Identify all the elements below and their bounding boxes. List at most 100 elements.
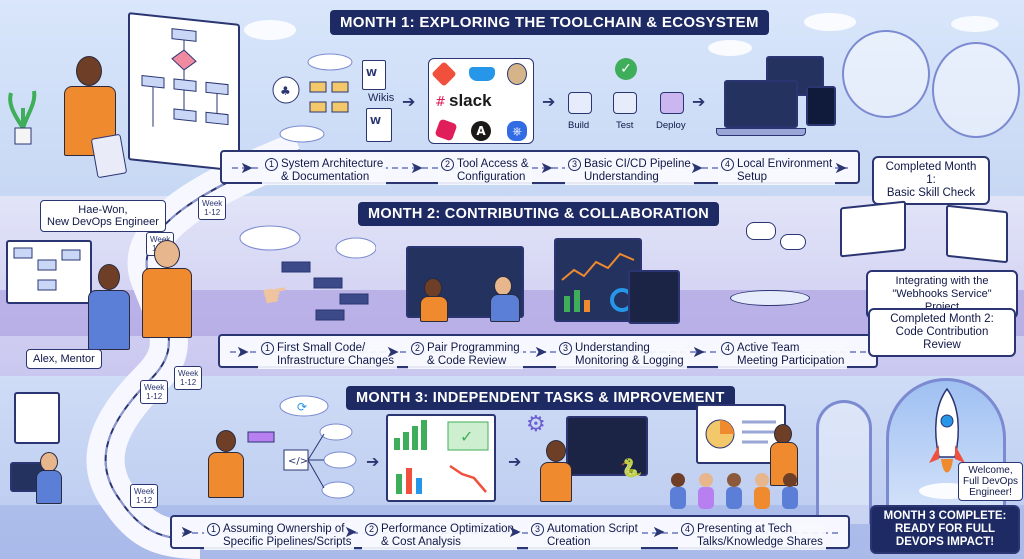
welcome-line: Full DevOps (963, 476, 1019, 487)
alex-head (154, 240, 180, 268)
test-icon (613, 92, 637, 114)
laptop-screen-icon (724, 80, 798, 128)
arrow-icon: ➤ (180, 522, 194, 541)
step-number: 2 (441, 158, 454, 171)
completion-detail: Basic Skill Check (886, 187, 976, 199)
deploy-label: Deploy (656, 120, 686, 131)
step-text: Assuming Ownership of (223, 523, 345, 535)
week-sign-range: 1-12 (204, 208, 221, 217)
hae-won-body (88, 290, 130, 350)
presenter-head (774, 424, 792, 444)
document-icon: W (366, 108, 392, 142)
arrow-icon: ➤ (652, 522, 666, 541)
month2-completion-card: Completed Month 2:Code Contribution Revi… (868, 308, 1016, 357)
arrow-icon: ➤ (410, 158, 424, 177)
build-icon (568, 92, 592, 114)
step-text: & Code Review (427, 355, 507, 367)
chat-bubble-icon (780, 234, 806, 250)
pipeline-ownership-diagram: ⟳ </> (247, 395, 357, 499)
step-text: Understanding (584, 171, 659, 183)
welcome-line: Welcome, (968, 465, 1013, 476)
flowchart-diagram (141, 28, 229, 127)
engineer-body (36, 470, 62, 504)
monitoring-dashboard (554, 238, 642, 322)
step-number: 1 (207, 523, 220, 536)
arrow-icon: ➔ (508, 452, 522, 471)
project-title: Integrating with the (895, 275, 989, 287)
git-icon (431, 61, 457, 87)
step-text: Monitoring & Logging (575, 355, 684, 367)
week-sign-label: Week (144, 383, 165, 392)
hae-won-head (216, 430, 236, 452)
month2-banner: MONTH 2: CONTRIBUTING & COLLABORATION (358, 202, 720, 226)
kubernetes-icon: ⎈ (507, 121, 527, 141)
week-sign-label: Week (134, 487, 155, 496)
step-text: Automation Script (547, 523, 638, 535)
logging-screen (628, 270, 680, 324)
step-text: Configuration (457, 171, 526, 183)
completion-detail: Code Contribution Review (895, 326, 989, 351)
hae-won-name: Hae-Won, (78, 204, 128, 216)
arrow-icon: ➤ (834, 158, 848, 177)
svg-text:✓: ✓ (460, 427, 473, 446)
hae-won-body (208, 452, 244, 498)
arrow-icon: ➔ (366, 452, 380, 471)
month1-completion-card: Completed Month 1:Basic Skill Check (872, 156, 990, 205)
archway (816, 400, 872, 524)
architecture-diagram: ♣ (272, 53, 353, 143)
step-text: First Small Code/ (277, 342, 366, 354)
step-text: Specific Pipelines/Scripts (223, 536, 352, 548)
arrow-icon: ➤ (344, 522, 358, 541)
deploy-icon (660, 92, 684, 114)
pointing-hand-icon: ☛ (259, 275, 292, 316)
engineer-head (40, 452, 58, 472)
team-dome-2 (932, 42, 1020, 138)
step-number: 1 (265, 158, 278, 171)
arrow-icon: ➤ (508, 522, 522, 541)
checkmark-icon: ✓ (615, 58, 637, 80)
month1-banner: MONTH 1: EXPLORING THE TOOLCHAIN & ECOSY… (330, 10, 769, 35)
laptop-base (716, 128, 806, 136)
audience (670, 473, 798, 509)
step-number: 4 (721, 342, 734, 355)
arrow-icon: ➔ (402, 92, 416, 111)
arrow-icon: ➤ (236, 342, 250, 361)
week-sign-label: Week (150, 235, 171, 244)
jenkins-icon (507, 63, 527, 85)
arrow-icon: ➔ (542, 92, 556, 111)
hae-won-head (76, 56, 102, 86)
plant-icon (8, 88, 38, 148)
step-text: Tool Access & (457, 158, 529, 170)
step-text: Creation (547, 536, 591, 548)
arrow-icon: ➔ (692, 92, 706, 111)
step-text: & Cost Analysis (381, 536, 461, 548)
performance-charts: ✓ (386, 414, 496, 502)
step-text: Active Team (737, 342, 800, 354)
step-number: 3 (568, 158, 581, 171)
hae-won-role: New DevOps Engineer (47, 216, 159, 228)
hae-won-label: Hae-Won, New DevOps Engineer (40, 200, 166, 232)
alex-label: Alex, Mentor (26, 349, 102, 369)
docker-icon (469, 67, 495, 81)
programmer-head (494, 276, 512, 296)
svg-text:</>: </> (288, 456, 308, 467)
svg-text:⟳: ⟳ (297, 400, 307, 414)
programmer-body (490, 294, 520, 322)
code-changes-diagram (239, 225, 376, 321)
arrow-icon: ➤ (690, 158, 704, 177)
step-number: 2 (365, 523, 378, 536)
arrow-icon: ➤ (240, 158, 254, 177)
slack-mark-icon (434, 118, 458, 142)
step-text: Pair Programming (427, 342, 520, 354)
week-sign-label: Week (178, 369, 199, 378)
